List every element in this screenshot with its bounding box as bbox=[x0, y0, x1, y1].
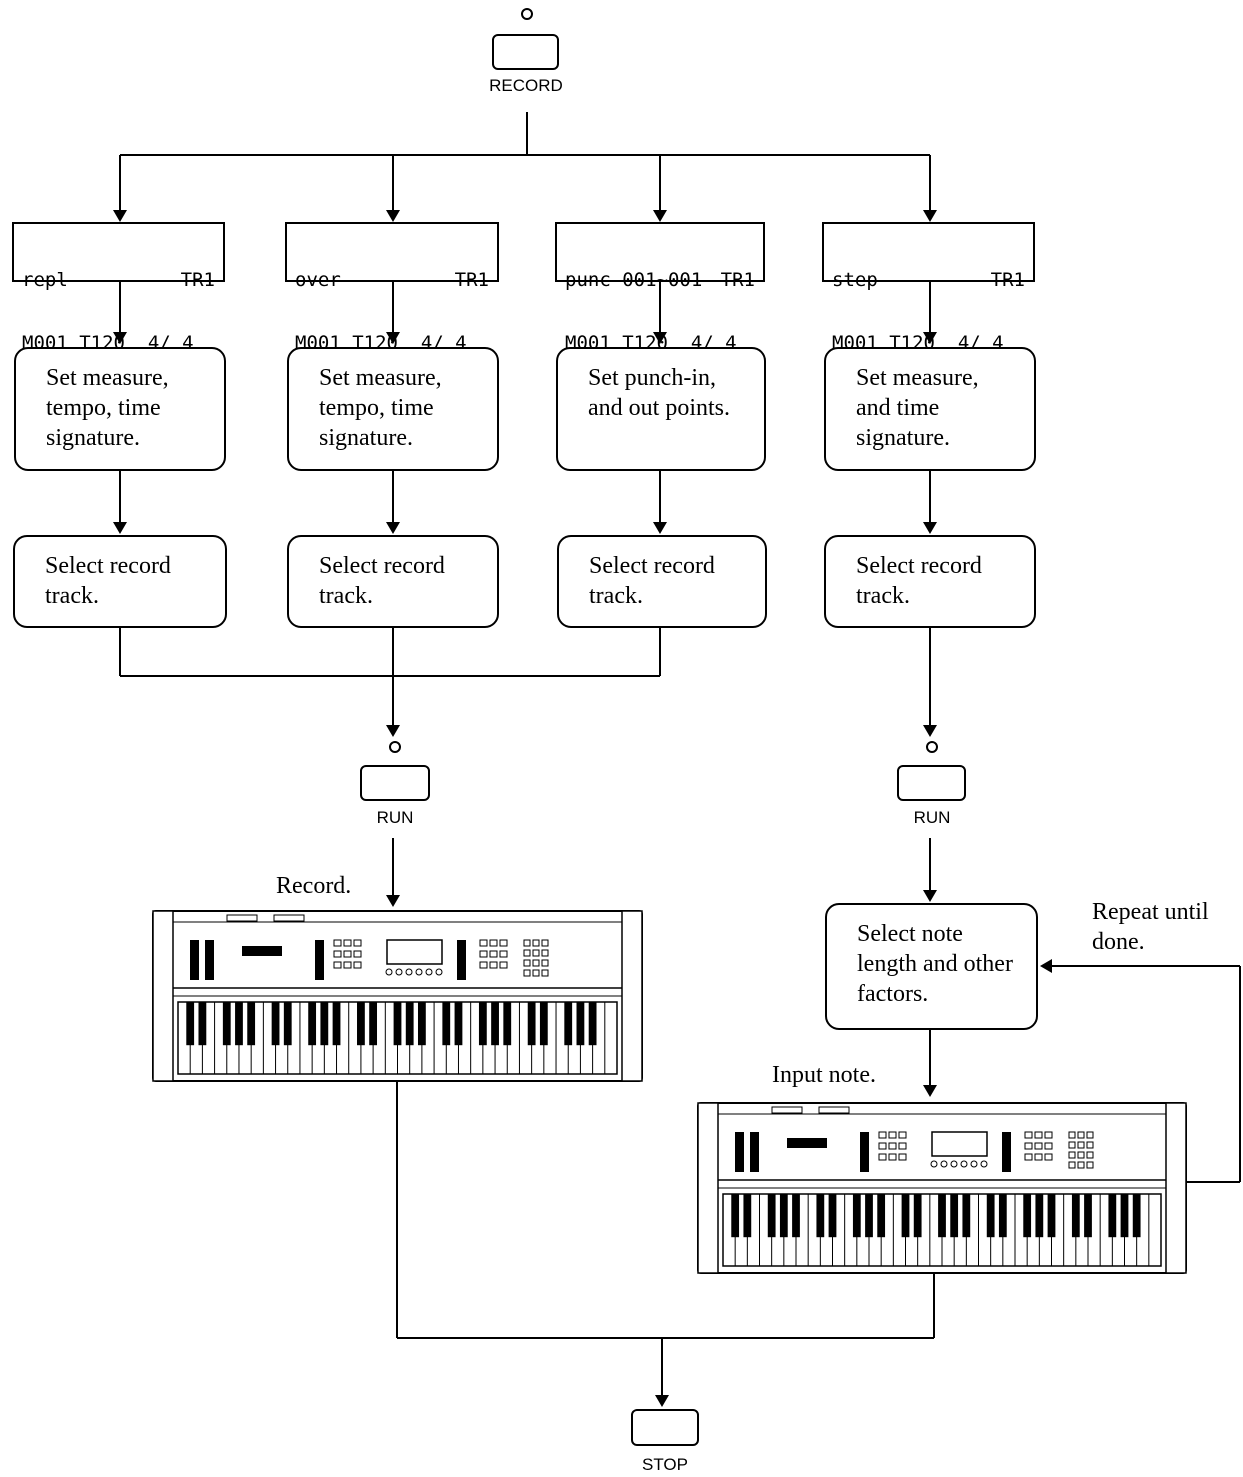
select-record-track-box-punch: Select record track. bbox=[557, 535, 767, 628]
repeat-until-done-note: Repeat until done. bbox=[1092, 899, 1209, 955]
input-note-label: Input note. bbox=[772, 1062, 876, 1088]
set-punch-points-box: Set punch-in, and out points. bbox=[556, 347, 766, 471]
run-button-label-step[interactable]: RUN bbox=[913, 808, 951, 827]
run-button-label[interactable]: RUN bbox=[376, 808, 414, 827]
select-record-track-box-overdub: Select record track. bbox=[287, 535, 499, 628]
stop-button-label[interactable]: STOP bbox=[642, 1455, 688, 1474]
select-record-track-box-step: Select record track. bbox=[824, 535, 1036, 628]
record-button-label[interactable]: RECORD bbox=[489, 76, 563, 95]
select-record-track-box: Select record track. bbox=[13, 535, 227, 628]
synthesizer-keyboard-icon-step bbox=[697, 1102, 1187, 1274]
set-measure-tempo-box-overdub: Set measure, tempo, time signature. bbox=[287, 347, 499, 471]
set-measure-tempo-box: Set measure, tempo, time signature. bbox=[14, 347, 226, 471]
select-note-length-box: Select note length and other factors. bbox=[825, 903, 1038, 1030]
set-measure-time-box: Set measure, and time signature. bbox=[824, 347, 1036, 471]
record-note: Record. bbox=[276, 873, 352, 899]
synthesizer-keyboard-icon bbox=[152, 910, 643, 1082]
